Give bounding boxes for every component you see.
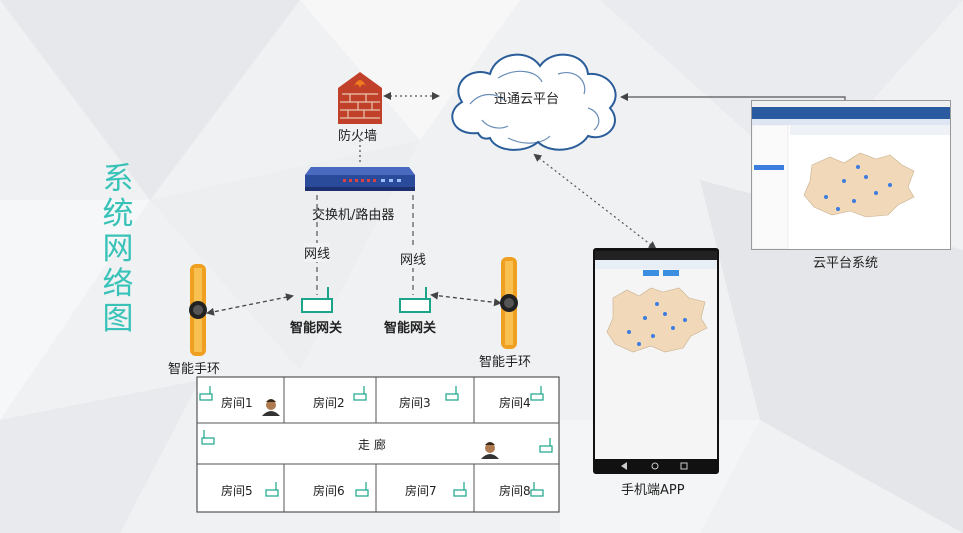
cloud-system-screen: [752, 101, 950, 249]
title-char-3: 网: [102, 231, 134, 267]
cable-label-right: 网线: [400, 249, 427, 268]
title-char-2: 统: [102, 196, 134, 232]
diagram-title: 系 统 网 络 图: [100, 162, 136, 337]
cloud-icon: [451, 53, 617, 151]
gateway-icon-left: [301, 287, 333, 313]
gateway-icon-right: [399, 287, 431, 313]
cloud-system-screenshot: [751, 100, 951, 250]
person-icon-room1: [262, 399, 280, 416]
room-7: 房间7: [405, 484, 437, 498]
floorplan: [196, 376, 560, 513]
room-4: 房间4: [499, 396, 531, 410]
phone-screenshot: [593, 248, 719, 474]
smart-band-icon-left: [189, 264, 207, 356]
link-gateway-band-right: [430, 291, 502, 307]
phone-screen: [595, 251, 717, 472]
link-band-left-gateway: [206, 293, 294, 316]
room-5: 房间5: [221, 484, 253, 498]
cable-label-left: 网线: [304, 243, 331, 262]
link-system-cloud: [620, 93, 846, 101]
person-icon-corridor: [481, 442, 499, 459]
firewall-label: 防火墙: [338, 129, 378, 144]
switch-label: 交换机/路由器: [312, 208, 395, 223]
corridor-label: 走 廊: [358, 438, 386, 452]
room-8: 房间8: [499, 484, 531, 498]
room-6: 房间6: [313, 484, 345, 498]
title-char-4: 络: [102, 266, 134, 302]
title-char-5: 图: [102, 301, 134, 337]
title-char-1: 系: [102, 161, 134, 197]
smart-band-icon-right: [500, 257, 518, 349]
gateway-label-left: 智能网关: [290, 321, 343, 336]
mobile-app-label: 手机端APP: [621, 483, 685, 498]
link-cloud-phone: [533, 153, 657, 250]
firewall-icon: [338, 72, 382, 124]
cloud-label: 迅通云平台: [494, 92, 560, 107]
switch-icon: [305, 167, 415, 191]
room-3: 房间3: [399, 396, 431, 410]
band-label-right: 智能手环: [479, 355, 532, 370]
band-label-left: 智能手环: [168, 362, 221, 377]
cloud-system-label: 云平台系统: [813, 256, 879, 271]
gateway-label-right: 智能网关: [384, 321, 437, 336]
room-1: 房间1: [221, 396, 253, 410]
room-2: 房间2: [313, 396, 345, 410]
